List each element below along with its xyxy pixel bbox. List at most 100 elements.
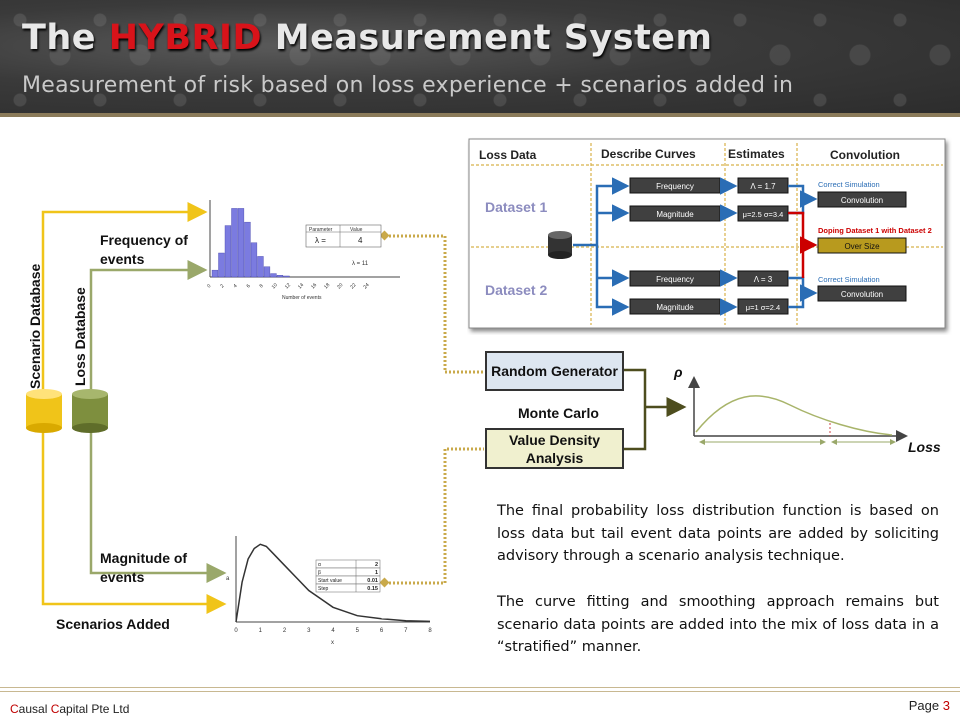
lambda-note: λ = 11 (352, 261, 369, 267)
scenario-top-line (41, 202, 208, 395)
magnitude-label: Magnitude of events (100, 550, 188, 585)
inset-header-convolution: Convolution (830, 148, 900, 162)
mag-box-2: Magnitude (629, 298, 721, 315)
loss-top-line (89, 260, 208, 395)
value-density-box: Value Density Analysis (485, 428, 624, 469)
est-box-m1: μ=2.5 σ=3.4 (737, 205, 789, 222)
loss-distribution-chart: ρ Loss (673, 364, 941, 455)
title-post: Measurement System (274, 18, 713, 58)
database-icons (26, 389, 108, 433)
gamma-tick-label: 0 (234, 628, 238, 634)
hybrid-process-inset: Loss Data Describe Curves Estimates Conv… (468, 138, 946, 329)
inset-database-icon (548, 231, 572, 259)
histogram-bar (250, 242, 258, 278)
hist-tick-label: 10 (271, 282, 279, 290)
explanation-paragraph-2: The curve fitting and smoothing approach… (497, 594, 939, 655)
loss-axis-label: Loss (908, 439, 941, 455)
hist-tick-label: 8 (259, 283, 265, 289)
gamma-param-value: 0.01 (367, 578, 378, 584)
explanation-paragraph-1: The final probability loss distribution … (497, 503, 939, 564)
gamma-tick-label: 3 (307, 628, 311, 634)
freq-box-2: Frequency (629, 270, 721, 287)
gamma-table-row (315, 559, 381, 569)
title-hybrid: HYBRID (108, 18, 263, 58)
gamma-ylabel: a (226, 576, 230, 582)
company-name: Causal Capital Pte Ltd (10, 702, 130, 716)
correct-sim-1: Correct Simulation (818, 180, 880, 189)
gamma-param-name: α (318, 562, 321, 568)
gamma-xlabel: x (331, 640, 334, 646)
page-number: Page 3 (908, 698, 950, 713)
svg-text:Magnitude: Magnitude (656, 210, 694, 219)
gamma-tick-label: 8 (428, 628, 432, 634)
doping-label: Doping Dataset 1 with Dataset 2 (818, 226, 932, 235)
gamma-param-value: 2 (375, 562, 378, 568)
hist-tick-label: 14 (297, 282, 305, 290)
gamma-param-name: Start value (318, 578, 342, 584)
convolution-box-1: Convolution (817, 191, 907, 208)
header-banner (0, 0, 960, 115)
value-header: Value (350, 227, 363, 233)
histogram-bar (257, 256, 264, 278)
loss-db-icon (72, 389, 108, 433)
gamma-tick-label: 7 (404, 628, 408, 634)
gamma-table-row (315, 583, 381, 593)
poisson-to-generator (385, 234, 484, 374)
footer-divider (0, 687, 960, 688)
scenario-db-icon (26, 389, 62, 433)
hist-tick-label: 6 (245, 283, 251, 289)
dataset2-label: Dataset 2 (485, 282, 547, 298)
svg-text:Frequency: Frequency (656, 275, 694, 284)
gamma-tick-label: 2 (283, 628, 287, 634)
hist-tick-label: 18 (323, 282, 331, 290)
histogram-bar (237, 208, 245, 278)
est-box-f2: Λ = 3 (737, 270, 789, 287)
hist-tick-label: 4 (232, 283, 238, 289)
loss-density-curve (695, 395, 893, 436)
dataset1-label: Dataset 1 (485, 199, 547, 215)
histogram-bar (270, 273, 277, 278)
mag-box-1: Magnitude (629, 205, 721, 222)
histogram-bar (211, 269, 219, 278)
gamma-tick-label: 5 (356, 628, 360, 634)
rho-label: ρ (673, 364, 683, 380)
svg-text:Λ = 3: Λ = 3 (754, 275, 773, 284)
svg-text:μ=2.5 σ=3.4: μ=2.5 σ=3.4 (743, 210, 784, 219)
title-pre: The (22, 18, 97, 58)
histogram-bar (244, 221, 251, 278)
param-value: 4 (358, 236, 363, 245)
inset-header-loss-data: Loss Data (479, 148, 537, 162)
gamma-param-value: 0.15 (367, 586, 378, 592)
histogram-bar (218, 252, 225, 278)
param-lambda: λ = (315, 236, 326, 245)
svg-text:Frequency: Frequency (656, 182, 694, 191)
histogram-bar (276, 275, 284, 278)
header-pattern (0, 0, 960, 115)
histogram-bar (263, 266, 271, 278)
frequency-label: Frequency of events (100, 232, 188, 267)
svg-text:Convolution: Convolution (841, 290, 883, 299)
svg-text:Over Size: Over Size (844, 242, 880, 251)
hist-tick-label: 24 (362, 282, 370, 290)
svg-text:Convolution: Convolution (841, 196, 883, 205)
hist-tick-label: 12 (284, 282, 292, 290)
gamma-table-row (315, 567, 381, 577)
scenarios-added-label: Scenarios Added (56, 616, 170, 632)
generator-connector (624, 368, 647, 451)
svg-text:Magnitude: Magnitude (656, 303, 694, 312)
hist-tick-label: 22 (349, 282, 357, 290)
gamma-tick-label: 1 (259, 628, 263, 634)
gamma-param-name: β (318, 570, 321, 576)
page-subtitle: Measurement of risk based on loss experi… (22, 73, 794, 98)
loss-bottom-line (89, 428, 227, 583)
monte-carlo-label: Monte Carlo (518, 405, 599, 421)
hist-tick-label: 2 (219, 283, 225, 289)
hist-tick-label: 0 (206, 283, 212, 289)
svg-text:Λ = 1.7: Λ = 1.7 (750, 182, 776, 191)
random-generator-box: Random Generator (485, 351, 624, 391)
gamma-curve (235, 543, 431, 623)
gamma-to-density (385, 447, 484, 585)
